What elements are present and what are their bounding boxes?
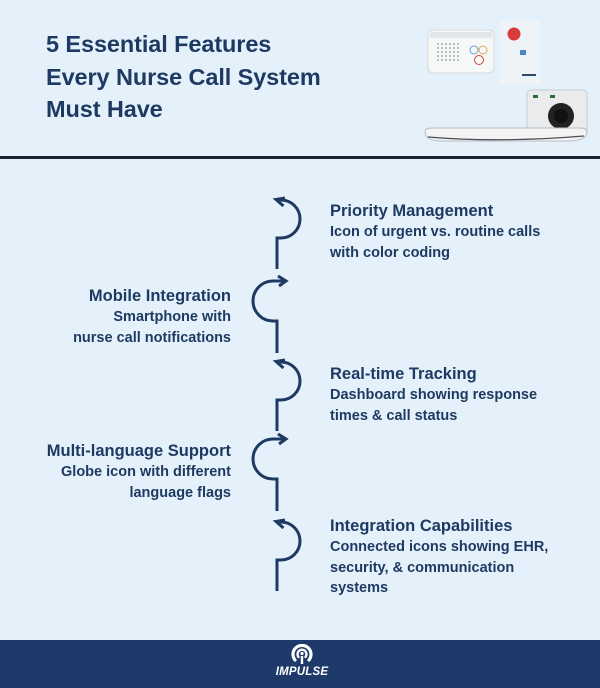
feature-title: Priority Management <box>330 202 494 220</box>
feature-description-line: with color coding <box>330 244 451 261</box>
curved-arrow-icon <box>251 274 289 353</box>
feature-real-time-tracking: Real-time Tracking Dashboard showing res… <box>330 363 537 426</box>
title-line-1: 5 Essential Features <box>46 31 272 57</box>
feature-description-line: Connected icons showing EHR, <box>330 539 549 555</box>
header-divider <box>0 156 600 159</box>
feature-integration-capabilities: Integration Capabilities Connected icons… <box>330 515 548 599</box>
brand-name: IMPULSE <box>275 666 329 678</box>
feature-description-line: security, & communication <box>330 559 515 576</box>
feature-description-line: times & call status <box>330 407 458 424</box>
page-title: 5 Essential Features Every Nurse Call Sy… <box>46 28 321 126</box>
feature-title: Multi-language Support <box>46 442 231 460</box>
curved-arrow-icon <box>251 432 289 511</box>
feature-multi-language-support: Multi-language Support Globe icon with d… <box>47 440 231 503</box>
feature-mobile-integration: Mobile Integration Smartphone with nurse… <box>73 285 231 348</box>
curved-arrow-icon <box>272 196 302 269</box>
nurse-call-devices-image <box>424 20 588 142</box>
feature-description-line: language flags <box>129 484 231 501</box>
features-timeline: Priority Management Icon of urgent vs. r… <box>0 160 600 640</box>
feature-description-line: Dashboard showing response <box>330 387 538 403</box>
title-line-2: Every Nurse Call System <box>46 63 321 90</box>
feature-description-line: Smartphone with <box>113 309 231 325</box>
feature-priority-management: Priority Management Icon of urgent vs. r… <box>330 200 540 263</box>
feature-description-line: Icon of urgent vs. routine calls <box>330 224 541 240</box>
feature-title: Integration Capabilities <box>330 517 513 535</box>
impulse-logo: IMPULSE <box>270 640 334 688</box>
footer: IMPULSE <box>0 640 600 688</box>
header: 5 Essential Features Every Nurse Call Sy… <box>0 0 600 156</box>
feature-description-line: systems <box>330 580 389 596</box>
feature-title: Real-time Tracking <box>330 365 477 383</box>
feature-description-line: Globe icon with different <box>61 464 231 480</box>
feature-description-line: nurse call notifications <box>73 329 231 346</box>
curved-arrow-icon <box>272 518 302 591</box>
feature-title: Mobile Integration <box>88 287 231 305</box>
curved-arrow-icon <box>272 358 302 431</box>
signal-broadcast-icon <box>291 644 313 664</box>
title-line-3: Must Have <box>46 96 163 122</box>
